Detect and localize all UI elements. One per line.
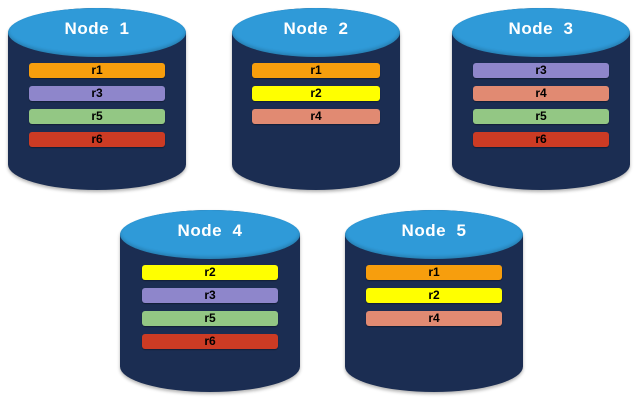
- database-node-1[interactable]: Node 1 r1 r3 r5 r6: [8, 8, 186, 190]
- replica-bar[interactable]: r3: [473, 62, 609, 78]
- cylinder-top-icon: [8, 8, 186, 58]
- replica-bar[interactable]: r1: [366, 264, 502, 280]
- replica-list: r2 r3 r5 r6: [120, 264, 300, 357]
- replica-bar[interactable]: r4: [252, 108, 380, 124]
- replica-list: r3 r4 r5 r6: [452, 62, 630, 155]
- replica-bar[interactable]: r6: [473, 131, 609, 147]
- replica-bar[interactable]: r4: [473, 85, 609, 101]
- node-title: Node 3: [508, 18, 574, 38]
- node-title: Node 4: [177, 220, 243, 240]
- replica-bar[interactable]: r5: [473, 108, 609, 124]
- replica-bar[interactable]: r5: [29, 108, 165, 124]
- database-node-4[interactable]: Node 4 r2 r3 r5 r6: [120, 210, 300, 392]
- replica-bar[interactable]: r2: [141, 264, 279, 280]
- node-title: Node 1: [64, 18, 130, 38]
- replica-bar[interactable]: r5: [141, 310, 279, 326]
- replica-bar[interactable]: r2: [366, 287, 502, 303]
- node-title: Node 5: [401, 220, 467, 240]
- replica-list: r1 r2 r4: [232, 62, 400, 132]
- replica-list: r1 r3 r5 r6: [8, 62, 186, 155]
- database-node-3[interactable]: Node 3 r3 r4 r5 r6: [452, 8, 630, 190]
- cylinder-top-icon: [452, 8, 630, 58]
- cylinder-top-icon: [345, 210, 523, 260]
- replica-bar[interactable]: r3: [141, 287, 279, 303]
- replica-bar[interactable]: r6: [29, 131, 165, 147]
- node-title: Node 2: [283, 18, 349, 38]
- replica-bar[interactable]: r3: [29, 85, 165, 101]
- replica-bar[interactable]: r4: [366, 310, 502, 326]
- database-node-2[interactable]: Node 2 r1 r2 r4: [232, 8, 400, 190]
- cylinder-top-icon: [232, 8, 400, 58]
- replica-bar[interactable]: r1: [252, 62, 380, 78]
- replica-bar[interactable]: r1: [29, 62, 165, 78]
- replica-list: r1 r2 r4: [345, 264, 523, 334]
- database-node-5[interactable]: Node 5 r1 r2 r4: [345, 210, 523, 392]
- replica-bar[interactable]: r6: [141, 333, 279, 349]
- replica-bar[interactable]: r2: [252, 85, 380, 101]
- cylinder-top-icon: [120, 210, 300, 260]
